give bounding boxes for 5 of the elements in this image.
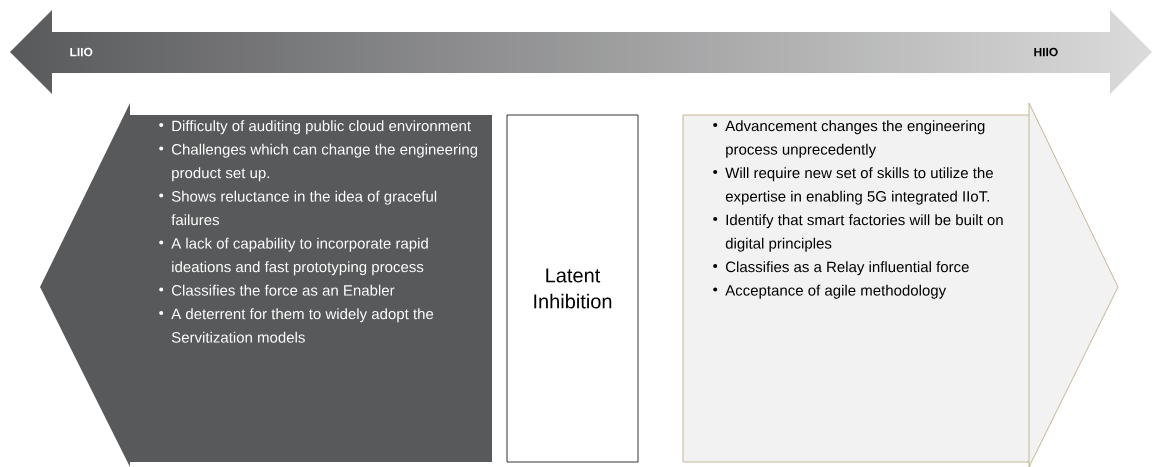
text-box: Latent Inhibition: [506, 114, 639, 463]
right-arrow-panel: Advancement changes the engineering process unprecedently Will require new set of skills to utilize the expertise in enabling 5G integrated IIoT. Identify that smart factories will be built on digital principles Classifies as a Relay influential force Acceptance of agile methodology: [682, 102, 1119, 467]
scale-label: LIIO: [70, 47, 93, 57]
scale-label: HIIO: [1034, 47, 1058, 57]
left-arrow-panel: Difficulty of auditing public cloud environment Challenges which can change the engineering product set up. Shows reluctance in the idea of graceful failures A lack of capability to incorporate rapid ideations and fast prototyping process Classifies the force as an Enabler A deterrent for them to widely adopt the Servitization models: [40, 103, 492, 467]
